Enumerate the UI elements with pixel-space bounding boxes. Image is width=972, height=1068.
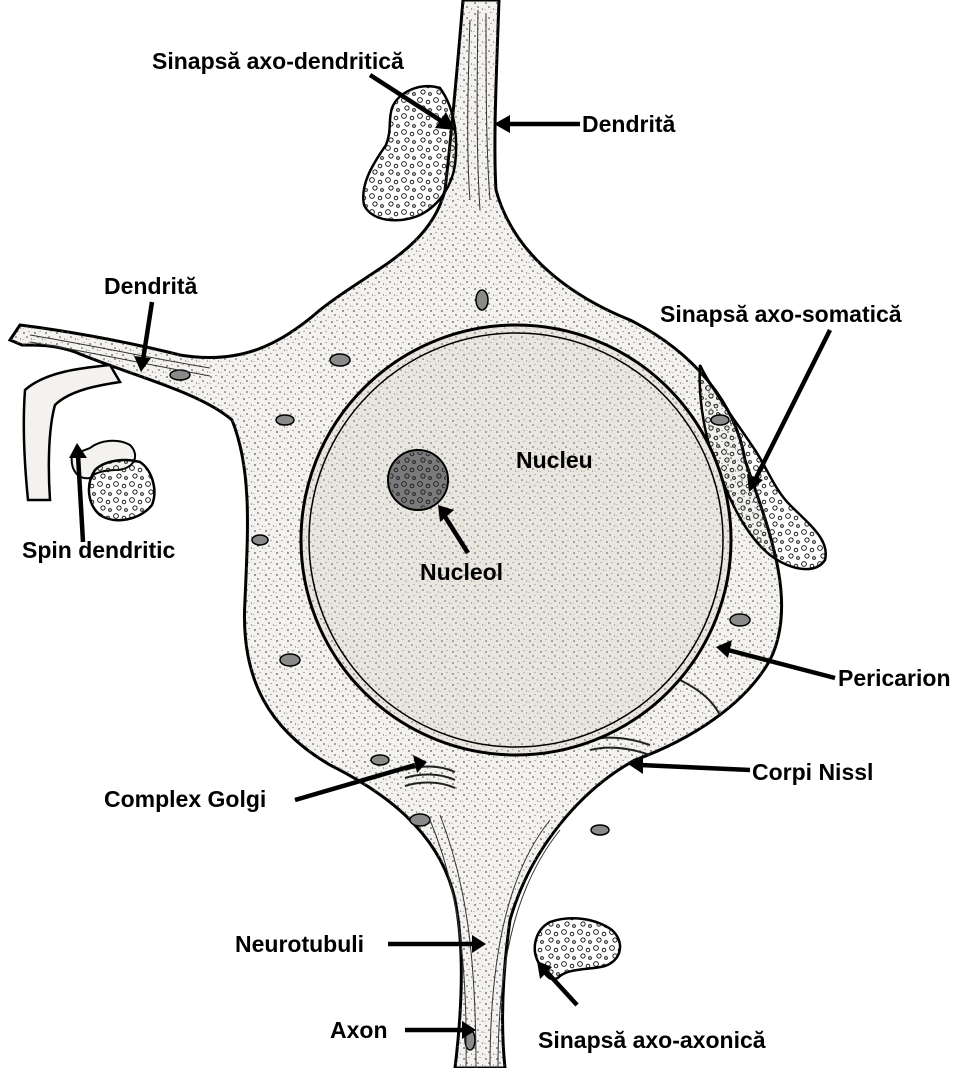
label-nucleu: Nucleu <box>516 447 593 473</box>
nucleolus-texture <box>390 452 446 508</box>
label-corpi-nissl: Corpi Nissl <box>752 759 873 785</box>
label-dendrita-top: Dendrită <box>582 111 676 137</box>
label-dendrita-left: Dendrită <box>104 273 198 299</box>
label-complex-golgi: Complex Golgi <box>104 786 266 812</box>
label-nucleol: Nucleol <box>420 559 503 585</box>
label-neurotubuli: Neurotubuli <box>235 931 364 957</box>
label-spin-dendritic: Spin dendritic <box>22 537 176 563</box>
label-sinapsa-axo-somatica: Sinapsă axo-somatică <box>660 301 902 327</box>
label-sinapsa-axo-axonica: Sinapsă axo-axonică <box>538 1027 766 1053</box>
spine-terminal <box>89 460 154 520</box>
nucleus-texture <box>303 327 729 753</box>
label-pericarion: Pericarion <box>838 665 951 691</box>
label-axon: Axon <box>330 1017 388 1043</box>
label-sinapsa-axo-dendritica: Sinapsă axo-dendritică <box>152 48 404 74</box>
